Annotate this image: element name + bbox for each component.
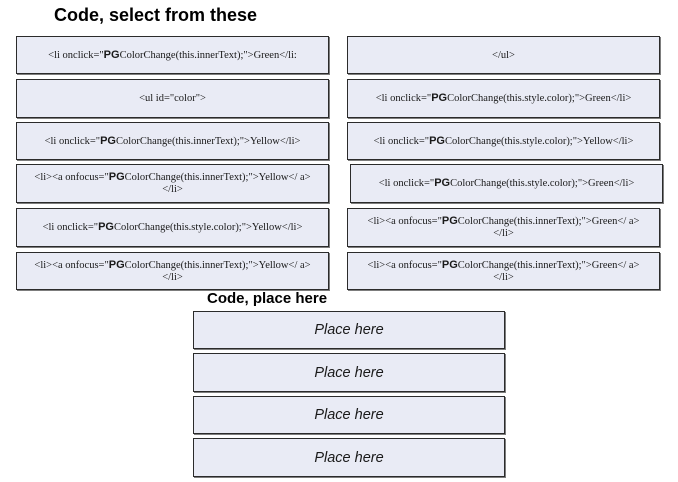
tile-text-pre: <li onclick=" xyxy=(48,49,104,61)
code-tile-left-2[interactable]: <ul id="color"> xyxy=(16,79,329,118)
tile-text-pre: <li onclick=" xyxy=(375,93,432,104)
tile-text-pre: <li><a onfocus=" xyxy=(34,172,109,183)
code-tile-right-5[interactable]: <li><a onfocus="PGColorChange(this.inner… xyxy=(347,208,660,247)
tile-text-post: ColorChange(this.style.color);">Green</l… xyxy=(450,178,635,189)
tile-text-post: ColorChange(this.style.color);">Yellow</… xyxy=(114,222,303,233)
tile-text-pg: PG xyxy=(429,134,445,147)
tile-text-pre: <li><a onfocus=" xyxy=(367,216,442,227)
tile-text-pg: PG xyxy=(441,215,458,227)
code-tile-right-3[interactable]: <li onclick="PGColorChange(this.style.co… xyxy=(347,122,660,160)
tile-text-post: ColorChange(this.style.color);">Yellow</… xyxy=(445,135,634,147)
tile-text-pg: PG xyxy=(434,177,451,189)
code-tile-left-1[interactable]: <li onclick="PGColorChange(this.innerTex… xyxy=(16,36,329,74)
tile-text-post: ColorChange(this.innerText);">Green</li: xyxy=(119,49,297,61)
drop-slot-label: Place here xyxy=(314,364,384,381)
drop-slot-4[interactable]: Place here xyxy=(193,438,505,477)
tile-text-post: ColorChange(this.innerText);">Yellow</ a… xyxy=(124,259,311,283)
code-tile-left-5[interactable]: <li onclick="PGColorChange(this.style.co… xyxy=(16,208,329,247)
code-tile-right-2[interactable]: <li onclick="PGColorChange(this.style.co… xyxy=(347,79,660,118)
drop-slot-label: Place here xyxy=(314,407,384,423)
tile-text-pre: <li onclick=" xyxy=(378,178,435,189)
tile-text-pre: <li onclick=" xyxy=(42,222,99,233)
tile-text-pre: </ul> xyxy=(492,49,515,61)
tile-text-post: ColorChange(this.innerText);">Green</ a>… xyxy=(457,216,640,239)
tile-text-pg: PG xyxy=(108,258,125,271)
select-heading: Code, select from these xyxy=(54,5,258,25)
tile-text-pre: <li onclick=" xyxy=(373,135,430,147)
tile-text-pg: PG xyxy=(103,48,120,61)
code-tile-left-4[interactable]: <li><a onfocus="PGColorChange(this.inner… xyxy=(16,164,329,203)
tile-text-pre: <li><a onfocus=" xyxy=(367,259,442,271)
tile-text-post: ColorChange(this.innerText);">Green</ a>… xyxy=(457,259,640,283)
tile-text-pre: <ul id="color"> xyxy=(139,93,206,104)
place-heading: Code, place here xyxy=(207,290,328,307)
tile-text-pg: PG xyxy=(98,221,114,233)
tile-text-post: ColorChange(this.innerText);">Yellow</ a… xyxy=(124,172,311,195)
code-tile-right-6[interactable]: <li><a onfocus="PGColorChange(this.inner… xyxy=(347,252,660,290)
drop-slot-1[interactable]: Place here xyxy=(193,311,505,349)
tile-text-pg: PG xyxy=(108,171,125,183)
tile-text-pre: <li><a onfocus=" xyxy=(34,259,109,271)
tile-text-post: ColorChange(this.innerText);">Yellow</li… xyxy=(115,135,301,147)
code-tile-left-3[interactable]: <li onclick="PGColorChange(this.innerTex… xyxy=(16,122,329,160)
tile-text-pg: PG xyxy=(441,258,458,271)
code-tile-right-1[interactable]: </ul> xyxy=(347,36,660,74)
drop-slot-2[interactable]: Place here xyxy=(193,353,505,392)
tile-text-pre: <li onclick=" xyxy=(44,135,101,147)
drop-slot-3[interactable]: Place here xyxy=(193,396,505,434)
code-tile-left-6[interactable]: <li><a onfocus="PGColorChange(this.inner… xyxy=(16,252,329,290)
code-tile-right-4[interactable]: <li onclick="PGColorChange(this.style.co… xyxy=(350,164,663,203)
drop-slot-label: Place here xyxy=(314,322,384,338)
tile-text-post: ColorChange(this.style.color);">Green</l… xyxy=(447,93,632,104)
tile-text-pg: PG xyxy=(100,134,116,147)
tile-text-pg: PG xyxy=(431,92,448,104)
drop-slot-label: Place here xyxy=(314,449,384,466)
